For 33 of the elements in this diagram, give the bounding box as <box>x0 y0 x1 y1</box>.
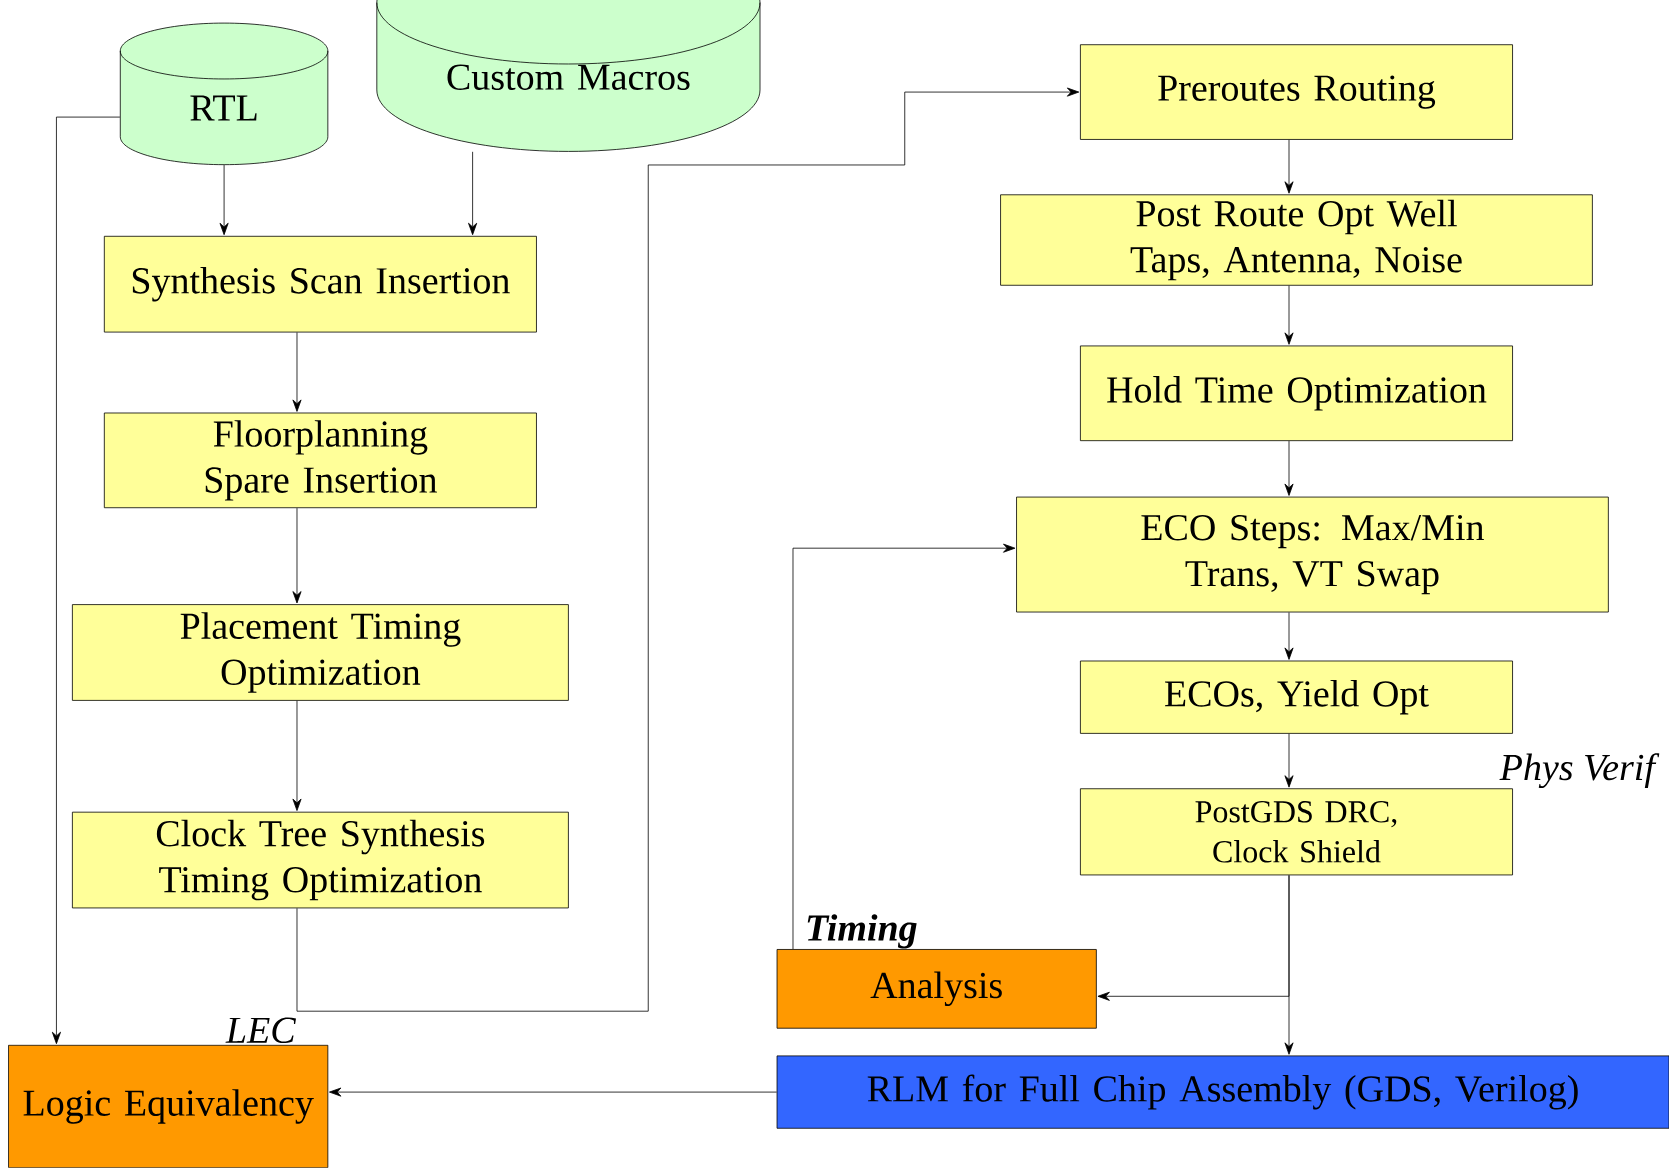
database-cylinder: Custom Macros <box>376 0 761 152</box>
arrow <box>1284 440 1294 497</box>
process-box: Preroutes Routing <box>1080 44 1513 140</box>
arrow <box>1284 612 1294 660</box>
process-box: RLM for Full Chip Assembly (GDS, Verilog) <box>776 1055 1669 1129</box>
process-box: Hold Time Optimization <box>1080 345 1513 442</box>
arrow <box>1284 733 1294 788</box>
arrow <box>1097 875 1290 1001</box>
process-box: Floorplanning Spare Insertion <box>103 412 537 509</box>
arrow <box>292 700 302 812</box>
arrow <box>292 507 302 604</box>
process-box: Analysis <box>776 949 1097 1029</box>
arrow <box>468 151 478 236</box>
arrow <box>51 116 121 1045</box>
tool-label: Phys Verif <box>1499 753 1660 789</box>
process-box: ECO Steps: Max/Min Trans, VT Swap <box>1016 496 1609 613</box>
process-box: Synthesis Scan Insertion <box>103 236 537 333</box>
tool-label: Timing <box>807 914 917 949</box>
arrow <box>1284 285 1294 345</box>
arrow <box>292 332 302 412</box>
arrow <box>792 543 1016 950</box>
arrow <box>329 1087 778 1097</box>
process-box: PostGDS DRC, Clock Shield <box>1080 788 1513 876</box>
process-box: ECOs, Yield Opt <box>1080 660 1513 734</box>
database-cylinder: RTL <box>119 22 329 166</box>
process-box: Clock Tree Synthesis Timing Optimization <box>71 811 569 909</box>
process-box: Post Route Opt Well Taps, Antenna, Noise <box>1000 194 1593 286</box>
arrow <box>219 164 229 236</box>
process-box: Logic Equivalency <box>8 1045 329 1168</box>
process-box: Placement Timing Optimization <box>71 604 569 701</box>
arrow <box>296 87 1080 1012</box>
arrow <box>1284 139 1294 194</box>
tool-label: LEC <box>225 1017 296 1044</box>
